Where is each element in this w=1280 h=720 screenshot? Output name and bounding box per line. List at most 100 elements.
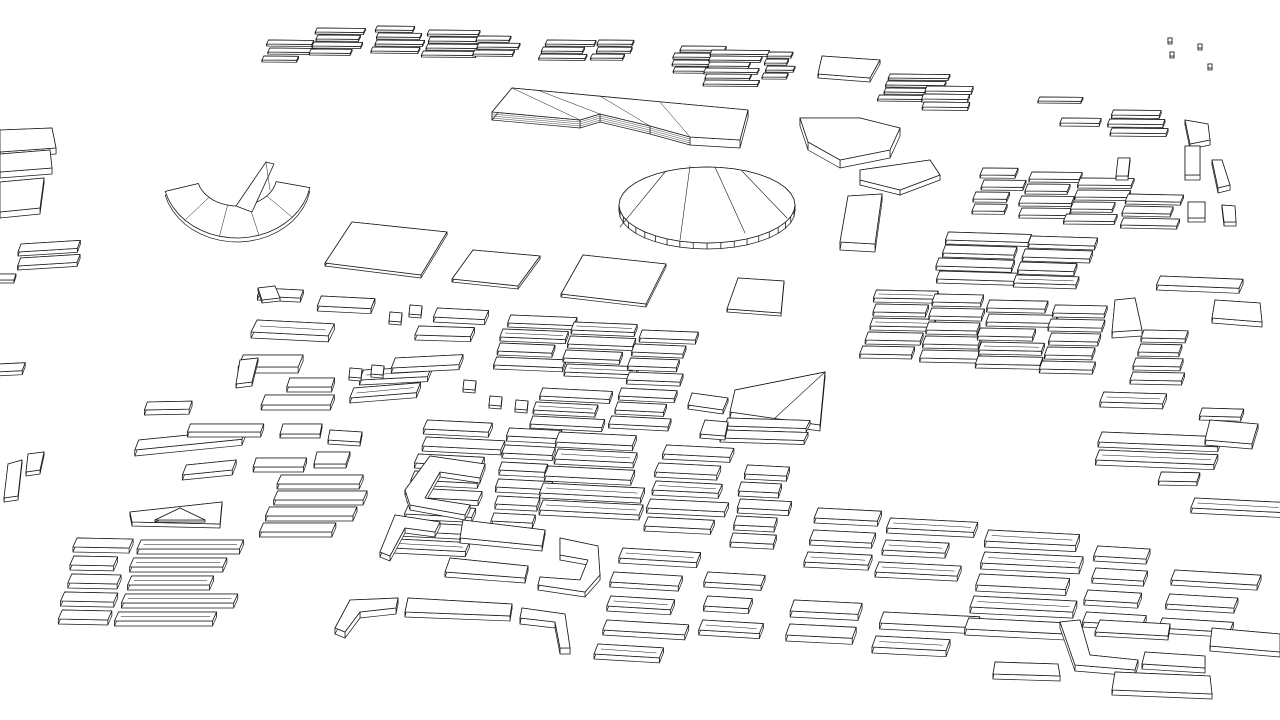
building xyxy=(72,537,134,554)
building xyxy=(979,167,1019,179)
building xyxy=(501,444,556,461)
building xyxy=(643,516,715,535)
building xyxy=(942,244,1018,260)
building xyxy=(1093,545,1151,565)
building xyxy=(608,415,672,432)
building xyxy=(1132,357,1184,372)
terminal-cluster xyxy=(799,117,901,169)
building xyxy=(919,349,981,364)
building xyxy=(631,343,687,359)
building xyxy=(985,313,1058,328)
distant-object xyxy=(1167,37,1173,45)
building xyxy=(276,474,364,490)
long-curved-terminal xyxy=(491,87,749,149)
building xyxy=(609,571,683,592)
building xyxy=(543,465,636,486)
building xyxy=(744,464,790,482)
building xyxy=(618,547,701,569)
building xyxy=(596,39,635,47)
building xyxy=(425,43,481,51)
building xyxy=(1109,127,1169,137)
building xyxy=(602,619,690,641)
distant-object xyxy=(1197,43,1203,51)
kiosk xyxy=(348,367,363,382)
building xyxy=(921,93,970,103)
building xyxy=(627,357,680,373)
building xyxy=(499,328,569,344)
building xyxy=(978,341,1045,356)
building xyxy=(432,307,490,325)
building xyxy=(264,506,358,522)
building xyxy=(980,179,1027,191)
building xyxy=(420,50,478,58)
building xyxy=(494,495,541,512)
building xyxy=(1017,261,1078,277)
building xyxy=(736,498,792,516)
building xyxy=(121,593,239,609)
building xyxy=(925,321,981,336)
square-plaza xyxy=(560,254,667,308)
building xyxy=(976,327,1036,342)
building xyxy=(498,461,549,478)
building xyxy=(1044,346,1096,361)
building xyxy=(252,457,307,473)
building xyxy=(931,293,984,308)
building xyxy=(315,34,361,42)
building xyxy=(1184,145,1201,181)
building xyxy=(181,459,237,481)
pavilion-base xyxy=(719,429,809,445)
building xyxy=(618,387,678,404)
building xyxy=(1141,651,1206,674)
kiosk xyxy=(370,364,385,379)
building xyxy=(496,342,556,358)
building xyxy=(936,270,1022,286)
building xyxy=(765,65,796,73)
building xyxy=(495,478,553,496)
building xyxy=(764,58,789,66)
building xyxy=(507,314,578,330)
building xyxy=(1190,497,1280,518)
building xyxy=(143,400,193,416)
building xyxy=(1063,213,1118,225)
building xyxy=(1111,109,1162,119)
building xyxy=(459,519,546,552)
building xyxy=(646,498,729,518)
building xyxy=(314,27,366,35)
oval-stadium xyxy=(618,165,796,250)
building xyxy=(986,299,1049,314)
courtyard-block xyxy=(404,455,486,521)
building xyxy=(374,25,416,33)
building xyxy=(881,539,950,559)
building xyxy=(1165,593,1239,614)
building xyxy=(785,623,857,645)
building xyxy=(1209,627,1280,658)
building xyxy=(606,595,675,616)
building xyxy=(626,371,684,387)
building xyxy=(980,551,1084,575)
building xyxy=(935,257,1015,273)
building xyxy=(1037,96,1084,104)
building xyxy=(0,149,53,179)
building xyxy=(562,349,623,365)
building xyxy=(1074,189,1131,201)
building xyxy=(17,253,81,271)
building xyxy=(540,46,585,54)
building xyxy=(702,79,760,87)
building xyxy=(1107,118,1166,128)
building xyxy=(1095,449,1219,471)
building xyxy=(992,661,1061,682)
building xyxy=(570,321,638,337)
building xyxy=(286,377,336,393)
building xyxy=(114,611,217,627)
building xyxy=(260,394,335,411)
building xyxy=(869,317,936,332)
building xyxy=(538,53,588,61)
building xyxy=(127,575,214,591)
building xyxy=(1048,332,1102,347)
building xyxy=(699,419,729,441)
building xyxy=(1021,248,1093,264)
building xyxy=(1156,275,1244,294)
building xyxy=(539,387,613,404)
